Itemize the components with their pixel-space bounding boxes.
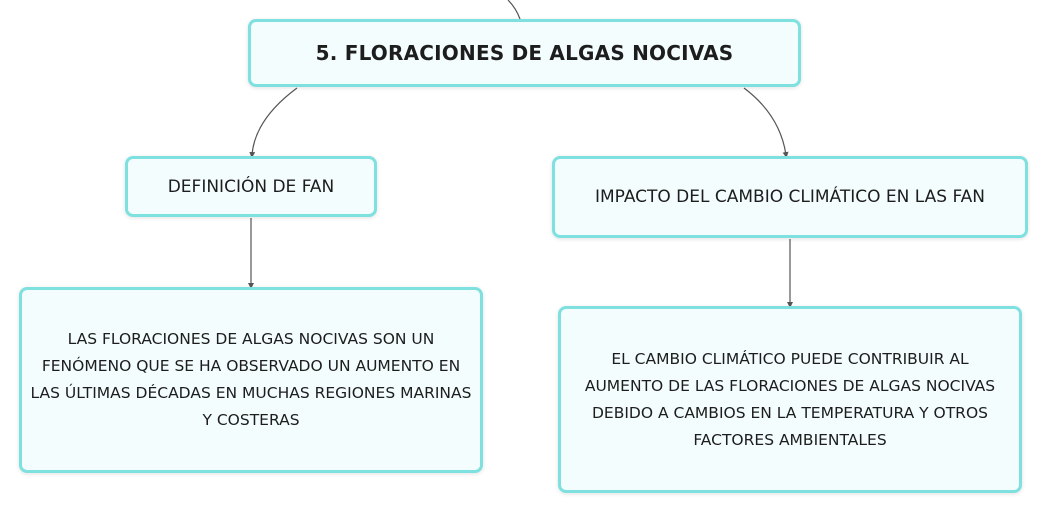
detail-node-impacto[interactable]: EL CAMBIO CLIMÁTICO PUEDE CONTRIBUIR AL … xyxy=(558,306,1022,493)
connector-root-to-right-topic xyxy=(743,87,789,158)
connector-root-to-left-topic xyxy=(249,87,298,158)
topic-node-impacto[interactable]: IMPACTO DEL CAMBIO CLIMÁTICO EN LAS FAN xyxy=(552,156,1028,238)
detail-text-impacto: EL CAMBIO CLIMÁTICO PUEDE CONTRIBUIR AL … xyxy=(584,349,996,449)
topic-node-definicion[interactable]: DEFINICIÓN DE FAN xyxy=(125,156,377,217)
connector-parent-to-root xyxy=(507,0,521,20)
root-topic-node[interactable]: 5. FLORACIONES DE ALGAS NOCIVAS xyxy=(248,19,801,87)
root-topic-title: 5. FLORACIONES DE ALGAS NOCIVAS xyxy=(315,41,734,65)
topic-title-impacto: IMPACTO DEL CAMBIO CLIMÁTICO EN LAS FAN xyxy=(594,187,986,207)
topic-title-definicion: DEFINICIÓN DE FAN xyxy=(167,176,335,197)
detail-text-definicion: LAS FLORACIONES DE ALGAS NOCIVAS SON UN … xyxy=(30,330,472,429)
detail-node-definicion[interactable]: LAS FLORACIONES DE ALGAS NOCIVAS SON UN … xyxy=(19,287,483,473)
